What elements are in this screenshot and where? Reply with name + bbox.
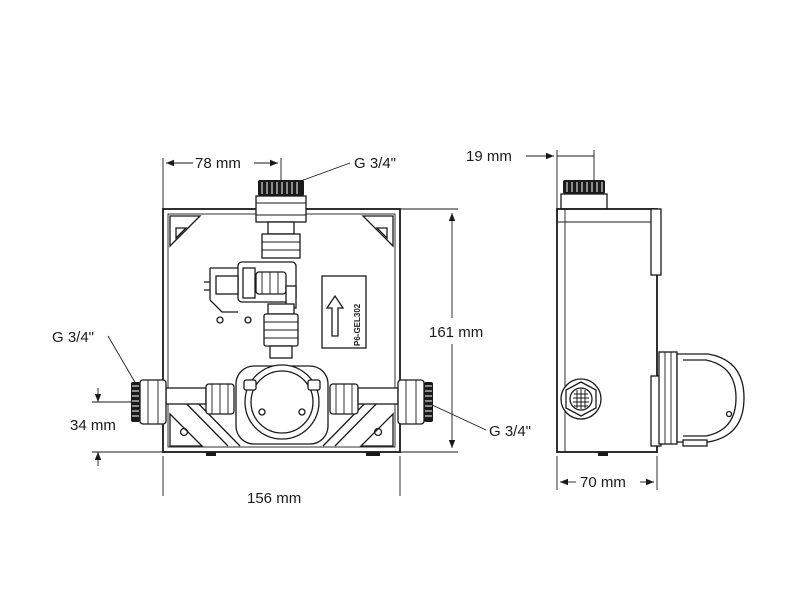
nameplate-text: P6-GEL302 — [353, 303, 362, 346]
flow-arrow-icon — [325, 294, 345, 337]
front-dimensions: 78 mm G 3/4" 161 mm G 3/4" 34 mm G 3/4" … — [52, 155, 531, 507]
front-view: P6-GEL302 — [131, 180, 433, 456]
side-foot — [598, 452, 608, 456]
side-dimensions: 19 mm 70 mm — [466, 148, 658, 491]
side-pump-cap — [658, 351, 745, 447]
dim-70mm: 70 mm — [580, 474, 626, 491]
foot-left — [206, 452, 216, 456]
pump-connector — [263, 303, 299, 359]
side-view — [556, 180, 745, 456]
dim-g34-right: G 3/4" — [489, 423, 531, 440]
right-outlet-fitting — [397, 379, 433, 425]
dim-78mm: 78 mm — [195, 155, 241, 172]
circulation-pump — [235, 364, 329, 445]
dim-g34-top: G 3/4" — [354, 155, 396, 172]
solenoid-valve — [204, 261, 297, 324]
dim-g34-left: G 3/4" — [52, 329, 94, 346]
dim-161mm: 161 mm — [429, 324, 483, 341]
dim-19mm: 19 mm — [466, 148, 512, 165]
dim-34mm: 34 mm — [70, 417, 116, 434]
side-hex-fitting — [560, 378, 602, 420]
foot-right — [366, 452, 380, 456]
corner-brackets — [169, 215, 394, 447]
nameplate: P6-GEL302 — [321, 275, 367, 349]
side-top-fitting — [560, 180, 608, 210]
top-inlet-fitting — [255, 180, 307, 259]
dim-156mm: 156 mm — [247, 490, 301, 507]
side-flange-top — [650, 208, 662, 276]
